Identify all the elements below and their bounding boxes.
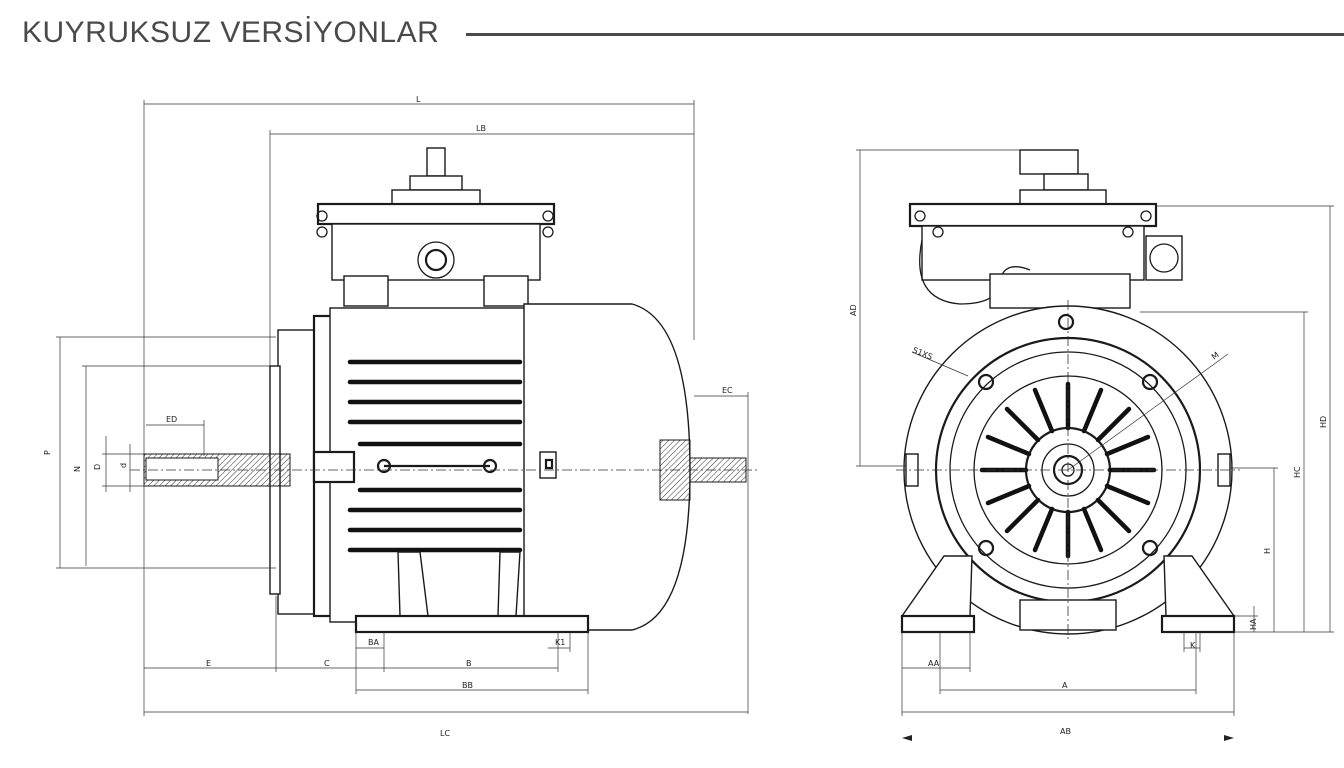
- dim-label-D: D: [93, 464, 102, 470]
- dim-label-HD: HD: [1319, 416, 1328, 428]
- dim-label-AD: AD: [849, 304, 858, 316]
- page-title: KUYRUKSUZ VERSİYONLAR: [22, 16, 440, 49]
- dim-label-BA: BA: [368, 638, 379, 647]
- front-view: AD S1XS M HD HC H HA AA K: [849, 149, 1334, 741]
- dim-label-EC: EC: [722, 386, 733, 395]
- dim-label-B: B: [466, 659, 472, 668]
- dim-label-HA: HA: [1249, 618, 1258, 630]
- dim-label-N: N: [73, 466, 82, 472]
- dim-label-C: C: [324, 659, 330, 668]
- title-underline: [466, 33, 1344, 36]
- dim-label-A: A: [1062, 681, 1068, 690]
- dim-label-K: K: [1190, 641, 1196, 650]
- cooling-fins: [347, 359, 523, 553]
- dim-label-L: L: [416, 95, 421, 104]
- dim-label-AB: AB: [1060, 727, 1071, 736]
- side-view: L LB ED EC P N D d E C: [43, 95, 760, 738]
- dim-label-H: H: [1263, 548, 1272, 554]
- dim-label-LC: LC: [440, 729, 450, 738]
- fan-spokes: [979, 381, 1157, 559]
- dim-label-HC: HC: [1293, 466, 1302, 478]
- dim-label-ED: ED: [166, 415, 177, 424]
- dim-label-S1XS: S1XS: [911, 346, 934, 362]
- dim-label-K1: K1: [555, 638, 565, 647]
- dim-label-M: M: [1210, 350, 1221, 361]
- dim-label-AA: AA: [928, 659, 940, 668]
- dim-label-LB: LB: [476, 124, 486, 133]
- dim-label-E: E: [206, 659, 211, 668]
- dim-label-P: P: [43, 450, 52, 455]
- dim-label-BB: BB: [462, 681, 473, 690]
- dim-label-d: d: [119, 463, 128, 468]
